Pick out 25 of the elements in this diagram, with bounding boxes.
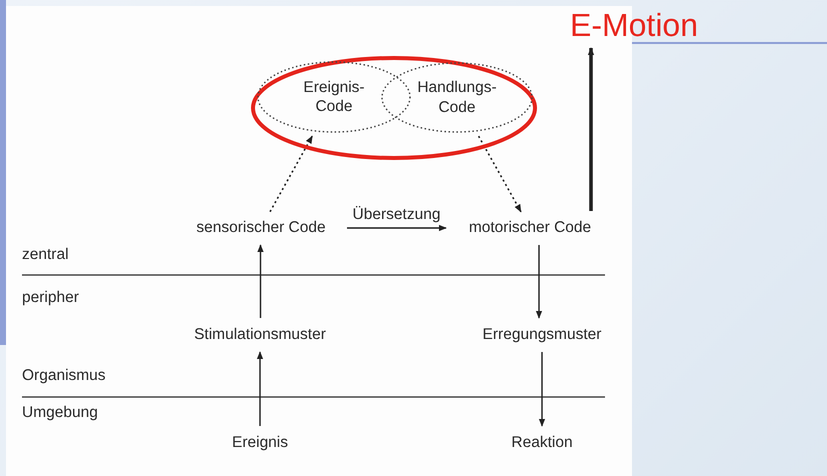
zone-label: zentral [22,246,69,264]
arrow [536,245,542,319]
zone-label: peripher [22,289,79,307]
stage-label: Stimulationsmuster [180,324,340,346]
arrow [257,244,264,318]
arrow [588,47,594,211]
stage-label: Reaktion [500,432,584,454]
arrow [347,224,447,232]
zone-label: Organismus [22,367,106,385]
arrow [538,352,546,427]
arrow [269,135,313,212]
stage-label: motorischer Code [452,217,608,239]
stage-label: Erregungsmuster [470,324,614,346]
dotted-ellipse [382,63,532,132]
heading-label: E-Motion [558,8,710,42]
zone-label: Umgebung [22,404,98,422]
stage-label: Ereignis [220,432,300,454]
stage-label: sensorischer Code [181,217,341,239]
arrow [478,136,522,212]
edge-label: Übersetzung [350,206,442,224]
code-label: Ereignis-Code [302,78,366,116]
arrow [256,351,264,426]
code-label: Handlungs-Code [416,78,498,117]
dotted-ellipse [258,62,410,132]
highlight-ellipse [253,58,535,158]
